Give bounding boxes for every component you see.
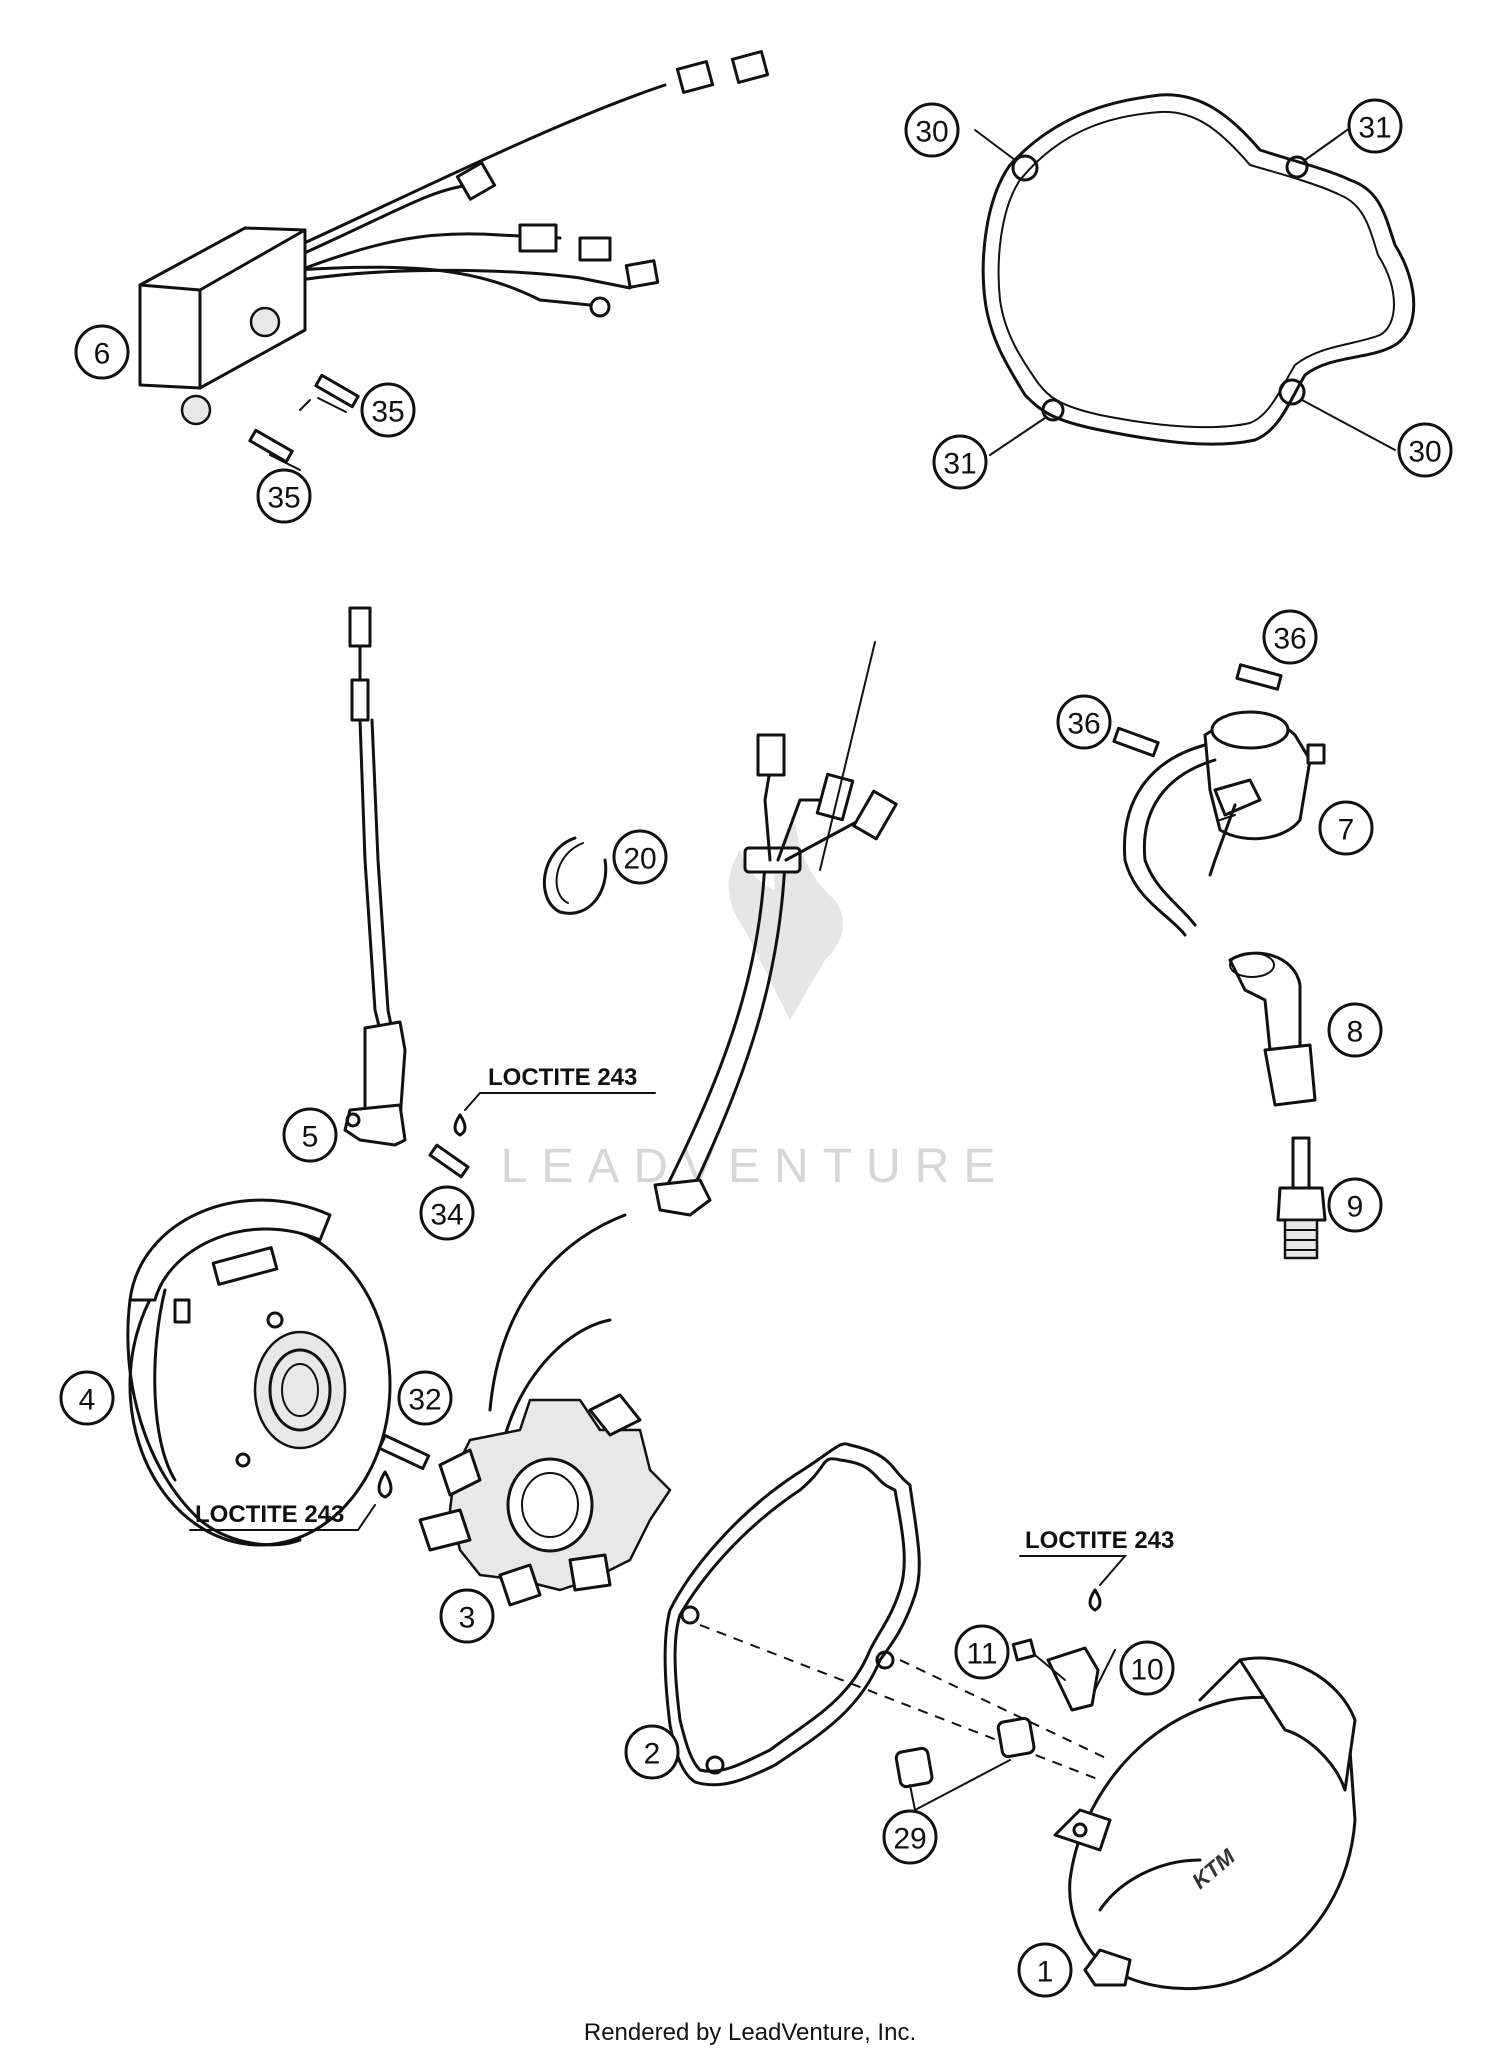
ignition-coil bbox=[1122, 710, 1326, 937]
svg-text:34: 34 bbox=[430, 1199, 463, 1232]
svg-text:8: 8 bbox=[1347, 1016, 1364, 1049]
pickup-sensor bbox=[343, 606, 407, 1147]
ignition-cover: KTM bbox=[1053, 1656, 1357, 1991]
callout-34: 34 bbox=[419, 1185, 475, 1241]
footer-credit: Rendered by LeadVenture, Inc. bbox=[584, 2019, 916, 2046]
ignition-cover-gasket-top bbox=[974, 93, 1416, 456]
callout-1: 1 bbox=[1017, 1942, 1073, 1998]
svg-text:LOCTITE 243: LOCTITE 243 bbox=[195, 1501, 344, 1528]
svg-text:7: 7 bbox=[1338, 814, 1355, 847]
callout-32: 32 bbox=[397, 1370, 453, 1426]
callout-10: 10 bbox=[1119, 1640, 1175, 1696]
callout-8: 8 bbox=[1327, 1002, 1383, 1058]
svg-text:LOCTITE 243: LOCTITE 243 bbox=[488, 1064, 637, 1091]
note-loctite-3: LOCTITE 243 bbox=[1019, 1527, 1174, 1586]
svg-text:3: 3 bbox=[459, 1602, 476, 1635]
svg-text:36: 36 bbox=[1273, 623, 1306, 656]
callout-36-b: 36 bbox=[1056, 694, 1112, 750]
leader-lines bbox=[299, 399, 1236, 1811]
dashed-alignment-lines bbox=[699, 1624, 1111, 1781]
clip-20 bbox=[543, 836, 608, 915]
svg-text:32: 32 bbox=[408, 1384, 441, 1417]
svg-text:30: 30 bbox=[1408, 436, 1441, 469]
ignition-cover-gasket-bottom bbox=[663, 1442, 921, 1787]
note-loctite-2: LOCTITE 243 bbox=[189, 1501, 376, 1531]
svg-text:4: 4 bbox=[79, 1384, 96, 1417]
svg-text:31: 31 bbox=[943, 448, 976, 481]
svg-text:31: 31 bbox=[1358, 112, 1391, 145]
callout-2: 2 bbox=[624, 1724, 680, 1780]
callout-29: 29 bbox=[882, 1809, 938, 1865]
callout-31-b: 31 bbox=[932, 434, 988, 490]
svg-text:35: 35 bbox=[371, 396, 404, 429]
svg-text:29: 29 bbox=[893, 1823, 926, 1856]
callout-7: 7 bbox=[1318, 800, 1374, 856]
callout-36-a: 36 bbox=[1262, 609, 1318, 665]
callout-11: 11 bbox=[954, 1624, 1010, 1680]
svg-text:1: 1 bbox=[1037, 1956, 1054, 1989]
spark-plug-cap bbox=[1228, 951, 1317, 1107]
svg-text:10: 10 bbox=[1130, 1654, 1163, 1687]
callout-35-b: 35 bbox=[256, 468, 312, 524]
callout-20: 20 bbox=[612, 829, 668, 885]
cdi-unit-harness bbox=[138, 50, 770, 426]
svg-text:LOCTITE 243: LOCTITE 243 bbox=[1025, 1527, 1174, 1554]
stator-cable bbox=[488, 733, 898, 1462]
svg-text:9: 9 bbox=[1347, 1191, 1364, 1224]
screw-34 bbox=[428, 1113, 470, 1179]
svg-text:5: 5 bbox=[302, 1121, 319, 1154]
dowel-sleeves bbox=[894, 1716, 1036, 1789]
callout-6: 6 bbox=[74, 324, 130, 380]
screw-32 bbox=[377, 1434, 431, 1499]
watermark: LEADVENTURE bbox=[501, 820, 1010, 1193]
callout-35-a: 35 bbox=[360, 382, 416, 438]
note-loctite-1: LOCTITE 243 bbox=[464, 1064, 656, 1111]
svg-text:6: 6 bbox=[94, 338, 111, 371]
svg-text:35: 35 bbox=[267, 482, 300, 515]
screw-36-b bbox=[1112, 726, 1160, 758]
svg-text:20: 20 bbox=[623, 843, 656, 876]
svg-text:2: 2 bbox=[644, 1738, 661, 1771]
callout-30-a: 30 bbox=[904, 102, 960, 158]
callout-31-a: 31 bbox=[1347, 98, 1403, 154]
watermark-text: LEADVENTURE bbox=[501, 1140, 1010, 1193]
callout-4: 4 bbox=[59, 1370, 115, 1426]
plate-10 bbox=[1046, 1646, 1100, 1712]
flywheel bbox=[126, 1198, 392, 1547]
screw-36-a bbox=[1235, 663, 1283, 691]
screw-11 bbox=[1011, 1588, 1102, 1662]
spark-plug bbox=[1276, 1136, 1327, 1260]
svg-text:11: 11 bbox=[966, 1638, 997, 1671]
callout-30-b: 30 bbox=[1397, 422, 1453, 478]
svg-text:30: 30 bbox=[915, 116, 948, 149]
screw-35-a bbox=[314, 373, 360, 413]
callout-5: 5 bbox=[282, 1107, 338, 1163]
callout-3: 3 bbox=[439, 1588, 495, 1644]
svg-text:36: 36 bbox=[1067, 708, 1100, 741]
stator bbox=[418, 1393, 672, 1607]
callout-9: 9 bbox=[1327, 1177, 1383, 1233]
screw-35-b bbox=[248, 428, 301, 471]
